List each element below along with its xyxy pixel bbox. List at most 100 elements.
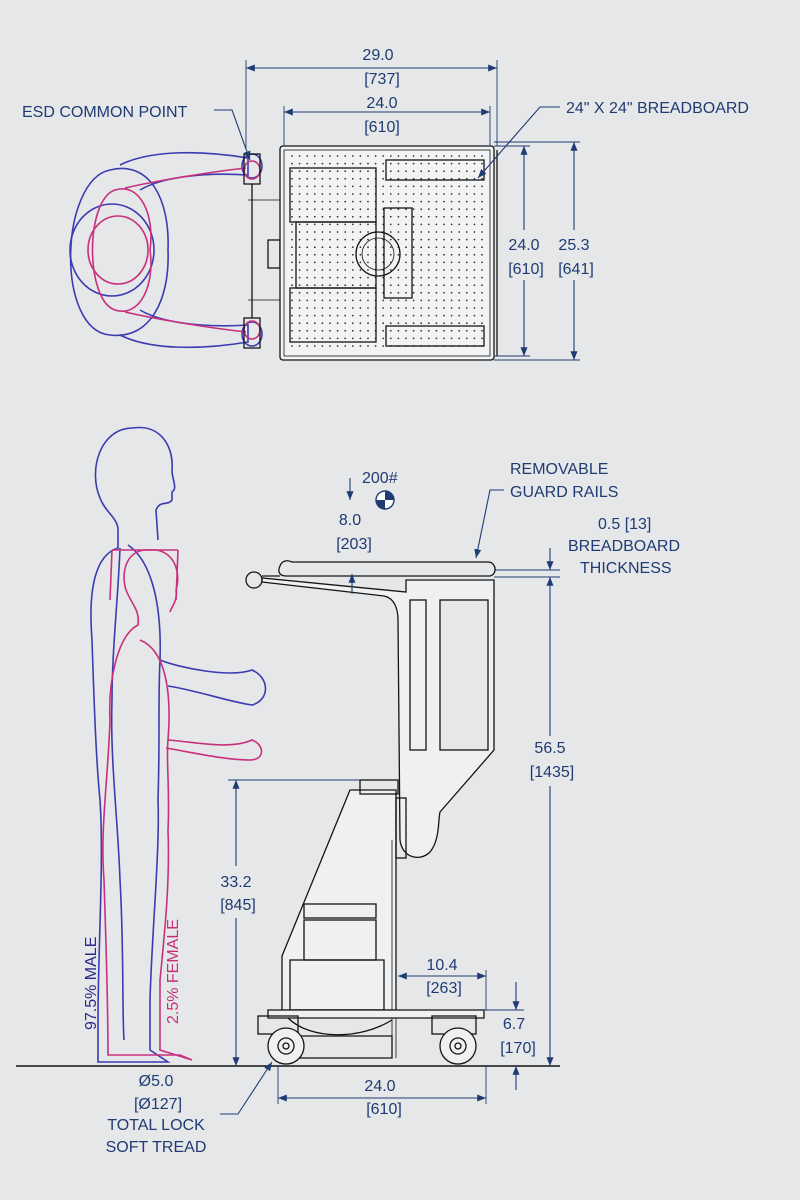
hole — [473, 329, 476, 332]
hole — [473, 253, 476, 256]
hole — [321, 155, 324, 157]
hole — [306, 155, 309, 157]
hole — [427, 337, 430, 340]
hole — [344, 345, 347, 347]
hole — [344, 307, 347, 309]
hole — [351, 177, 354, 180]
hole — [397, 329, 400, 332]
thickness-line-1: BREADBOARD — [568, 538, 680, 555]
overall-depth-value: 25.3 — [558, 237, 589, 254]
hole — [473, 170, 476, 173]
hole — [458, 284, 461, 287]
hole — [427, 246, 430, 249]
hole — [344, 238, 347, 241]
hole — [321, 284, 324, 287]
hole — [481, 246, 483, 249]
hole — [306, 299, 309, 302]
hole — [420, 329, 423, 332]
hole — [450, 162, 453, 165]
hole — [313, 269, 316, 271]
hole — [382, 299, 385, 302]
hole — [397, 200, 400, 203]
hole — [435, 284, 438, 287]
hole — [435, 238, 438, 241]
hole — [481, 170, 483, 173]
hole — [458, 329, 461, 332]
hole — [397, 215, 400, 218]
male-label: 97.5% MALE — [83, 937, 100, 1030]
hole — [367, 185, 369, 188]
hole — [336, 329, 339, 332]
hole — [351, 238, 354, 241]
hole — [412, 291, 415, 294]
hole — [313, 162, 316, 165]
hole — [336, 155, 339, 157]
hole — [405, 246, 407, 249]
hole — [435, 185, 438, 188]
hole — [351, 223, 354, 226]
hole — [420, 215, 423, 218]
hole — [359, 231, 362, 233]
hole — [458, 314, 461, 317]
hole — [481, 299, 483, 302]
hole — [435, 291, 438, 294]
hole — [481, 155, 483, 157]
hole — [344, 261, 347, 264]
hole — [351, 246, 354, 249]
hole — [298, 291, 301, 294]
hole — [412, 253, 415, 256]
hole — [481, 337, 483, 340]
hole — [382, 322, 385, 325]
hole — [291, 185, 293, 188]
hole — [481, 329, 483, 332]
hole — [420, 177, 423, 180]
lower-height-metric: [845] — [220, 897, 256, 914]
hole — [435, 215, 438, 218]
hole — [306, 185, 309, 188]
hole — [458, 307, 461, 309]
hole — [329, 322, 331, 325]
hole — [313, 276, 316, 279]
hole — [412, 299, 415, 302]
hole — [465, 185, 468, 188]
hole — [427, 269, 430, 271]
breadboard-top — [279, 145, 495, 361]
hole — [313, 223, 316, 226]
hole — [313, 231, 316, 233]
hole — [420, 162, 423, 165]
hole — [420, 261, 423, 264]
hole — [465, 261, 468, 264]
hole — [435, 155, 438, 157]
hole — [420, 314, 423, 317]
hole — [435, 246, 438, 249]
guard-rails-line-1: REMOVABLE — [510, 461, 608, 478]
hole — [313, 345, 316, 347]
hole — [298, 337, 301, 340]
hole — [359, 223, 362, 226]
hole — [412, 170, 415, 173]
hole — [344, 162, 347, 165]
hole — [473, 276, 476, 279]
hole — [443, 231, 445, 233]
hole — [389, 177, 392, 180]
hole — [367, 200, 369, 203]
hole — [336, 253, 339, 256]
hole — [458, 155, 461, 157]
hole — [321, 185, 324, 188]
hole — [405, 170, 407, 173]
hole — [412, 337, 415, 340]
hole — [443, 238, 445, 241]
breadboard-label: 24" X 24" BREADBOARD — [566, 100, 749, 117]
caster-diameter: Ø5.0 — [139, 1073, 174, 1090]
hole — [336, 231, 339, 233]
male-figure-side — [90, 426, 267, 1063]
hole — [450, 253, 453, 256]
hole — [359, 291, 362, 294]
hole — [367, 269, 369, 271]
hole — [367, 307, 369, 309]
hole — [321, 291, 324, 294]
hole — [298, 322, 301, 325]
hole — [329, 185, 331, 188]
hole — [458, 269, 461, 271]
hole — [389, 170, 392, 173]
